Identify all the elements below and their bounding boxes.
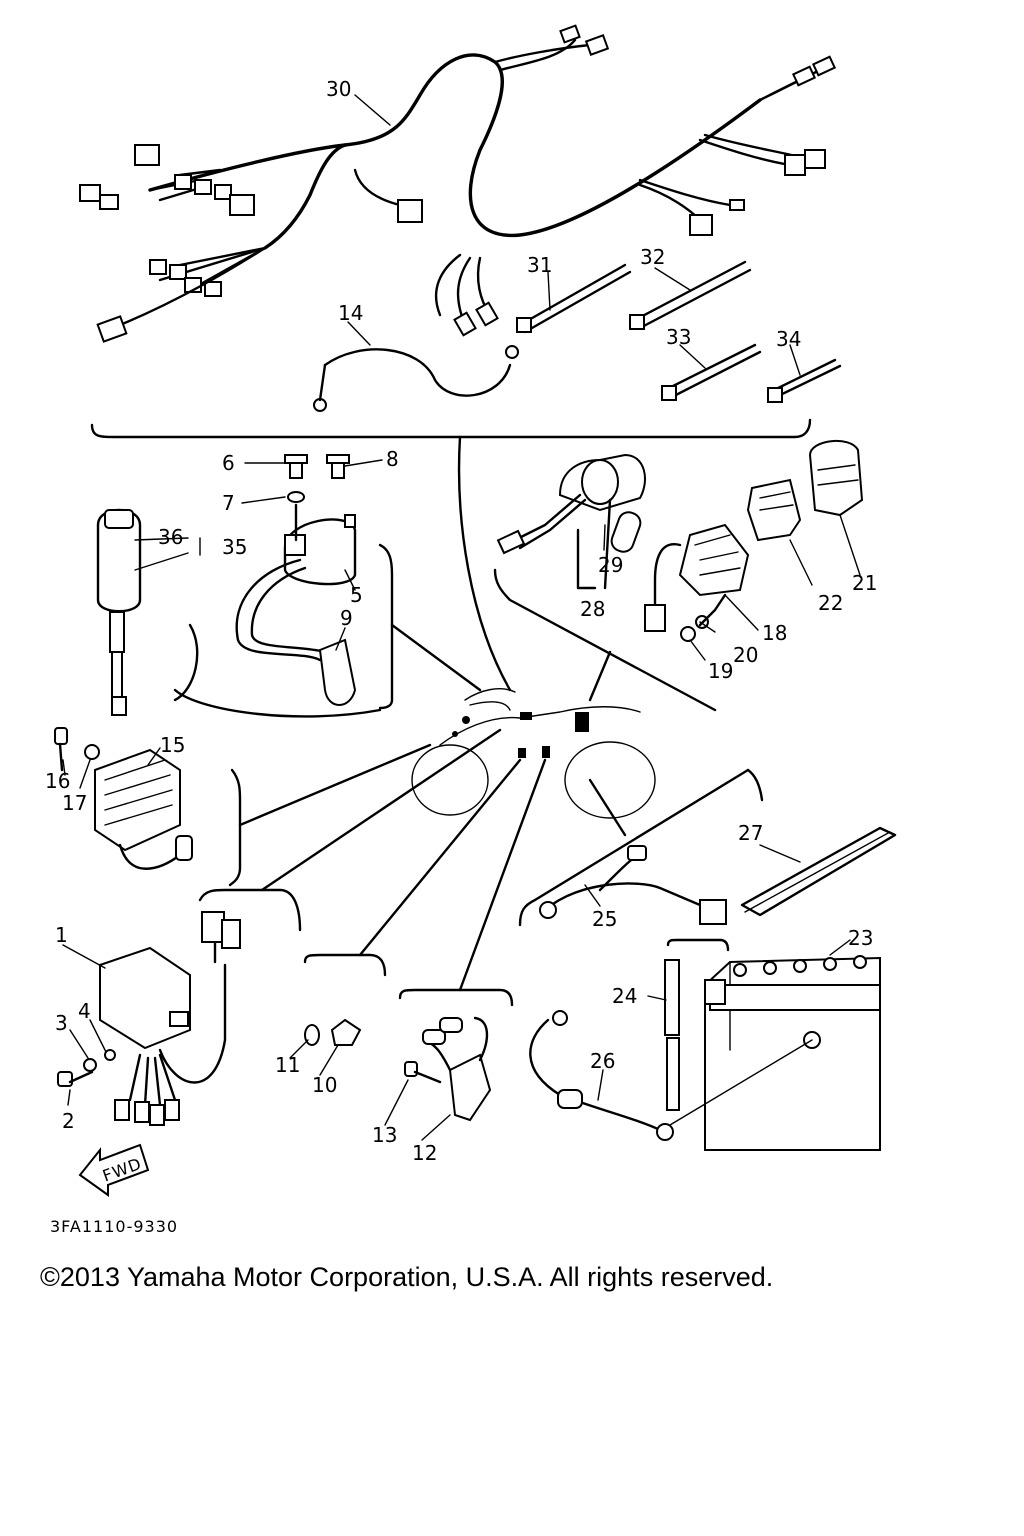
- svg-text:7: 7: [222, 491, 235, 515]
- parts-diagram: FWD 1 2 3 4 5 6 7 8 9: [45, 24, 897, 1236]
- part-label-21: 21: [852, 571, 877, 595]
- part-label-30: 30: [326, 77, 351, 101]
- part-label-11: 11: [275, 1053, 300, 1077]
- wire-harness-drawing: [79, 24, 837, 343]
- svg-text:23: 23: [848, 926, 873, 950]
- part-label-6: 6: [222, 451, 235, 475]
- svg-text:14: 14: [338, 301, 363, 325]
- svg-text:17: 17: [62, 791, 87, 815]
- svg-text:28: 28: [580, 597, 605, 621]
- part-label-17: 17: [62, 791, 87, 815]
- svg-text:1: 1: [55, 923, 68, 947]
- svg-text:10: 10: [312, 1073, 337, 1097]
- svg-text:25: 25: [592, 907, 617, 931]
- svg-text:35: 35: [222, 535, 247, 559]
- svg-text:2: 2: [62, 1109, 75, 1133]
- part-label-25: 25: [592, 907, 617, 931]
- part-label-19: 19: [708, 659, 733, 683]
- svg-text:8: 8: [386, 447, 399, 471]
- svg-text:27: 27: [738, 821, 763, 845]
- part-label-10: 10: [312, 1073, 337, 1097]
- svg-text:9: 9: [340, 606, 353, 630]
- part-label-12: 12: [412, 1141, 437, 1165]
- svg-text:15: 15: [160, 733, 185, 757]
- part-label-29: 29: [598, 553, 623, 577]
- svg-text:33: 33: [666, 325, 691, 349]
- part-label-35: 35: [222, 535, 247, 559]
- svg-text:18: 18: [762, 621, 787, 645]
- svg-text:36: 36: [158, 525, 183, 549]
- part-label-23: 23: [848, 926, 873, 950]
- part-label-15: 15: [160, 733, 185, 757]
- svg-text:4: 4: [78, 999, 91, 1023]
- part-label-7: 7: [222, 491, 235, 515]
- part-label-36: 36: [158, 525, 183, 549]
- part-label-18: 18: [762, 621, 787, 645]
- leader-lines: [62, 94, 861, 1141]
- part-label-1: 1: [55, 923, 68, 947]
- part-label-24: 24: [612, 984, 637, 1008]
- part-label-16: 16: [45, 769, 70, 793]
- part-label-8: 8: [386, 447, 399, 471]
- part-label-20: 20: [733, 643, 758, 667]
- diagram-code: 3FA1110-9330: [50, 1217, 178, 1236]
- svg-text:20: 20: [733, 643, 758, 667]
- svg-text:3FA1110-9330: 3FA1110-9330: [50, 1217, 178, 1236]
- svg-text:26: 26: [590, 1049, 615, 1073]
- svg-text:13: 13: [372, 1123, 397, 1147]
- part-label-32: 32: [640, 245, 665, 269]
- svg-text:6: 6: [222, 451, 235, 475]
- svg-text:22: 22: [818, 591, 843, 615]
- part-label-31: 31: [527, 253, 552, 277]
- svg-text:11: 11: [275, 1053, 300, 1077]
- part-label-3: 3: [55, 1011, 68, 1035]
- part-label-5: 5: [350, 583, 363, 607]
- part-label-33: 33: [666, 325, 691, 349]
- svg-text:34: 34: [776, 327, 801, 351]
- part-label-2: 2: [62, 1109, 75, 1133]
- svg-text:3: 3: [55, 1011, 68, 1035]
- part-label-13: 13: [372, 1123, 397, 1147]
- part-label-27: 27: [738, 821, 763, 845]
- part-label-26: 26: [590, 1049, 615, 1073]
- part-label-22: 22: [818, 591, 843, 615]
- svg-text:5: 5: [350, 583, 363, 607]
- svg-text:21: 21: [852, 571, 877, 595]
- part-label-9: 9: [340, 606, 353, 630]
- svg-text:31: 31: [527, 253, 552, 277]
- part-label-34: 34: [776, 327, 801, 351]
- part-labels: 1 2 3 4 5 6 7 8 9 10 11 12 13 14 15 16 1…: [45, 77, 877, 1236]
- svg-text:30: 30: [326, 77, 351, 101]
- svg-text:32: 32: [640, 245, 665, 269]
- copyright-notice: ©2013 Yamaha Motor Corporation, U.S.A. A…: [40, 1262, 774, 1292]
- svg-text:19: 19: [708, 659, 733, 683]
- part-label-28: 28: [580, 597, 605, 621]
- part-label-14: 14: [338, 301, 363, 325]
- svg-text:24: 24: [612, 984, 637, 1008]
- svg-text:16: 16: [45, 769, 70, 793]
- svg-text:29: 29: [598, 553, 623, 577]
- part-label-4: 4: [78, 999, 91, 1023]
- svg-text:12: 12: [412, 1141, 437, 1165]
